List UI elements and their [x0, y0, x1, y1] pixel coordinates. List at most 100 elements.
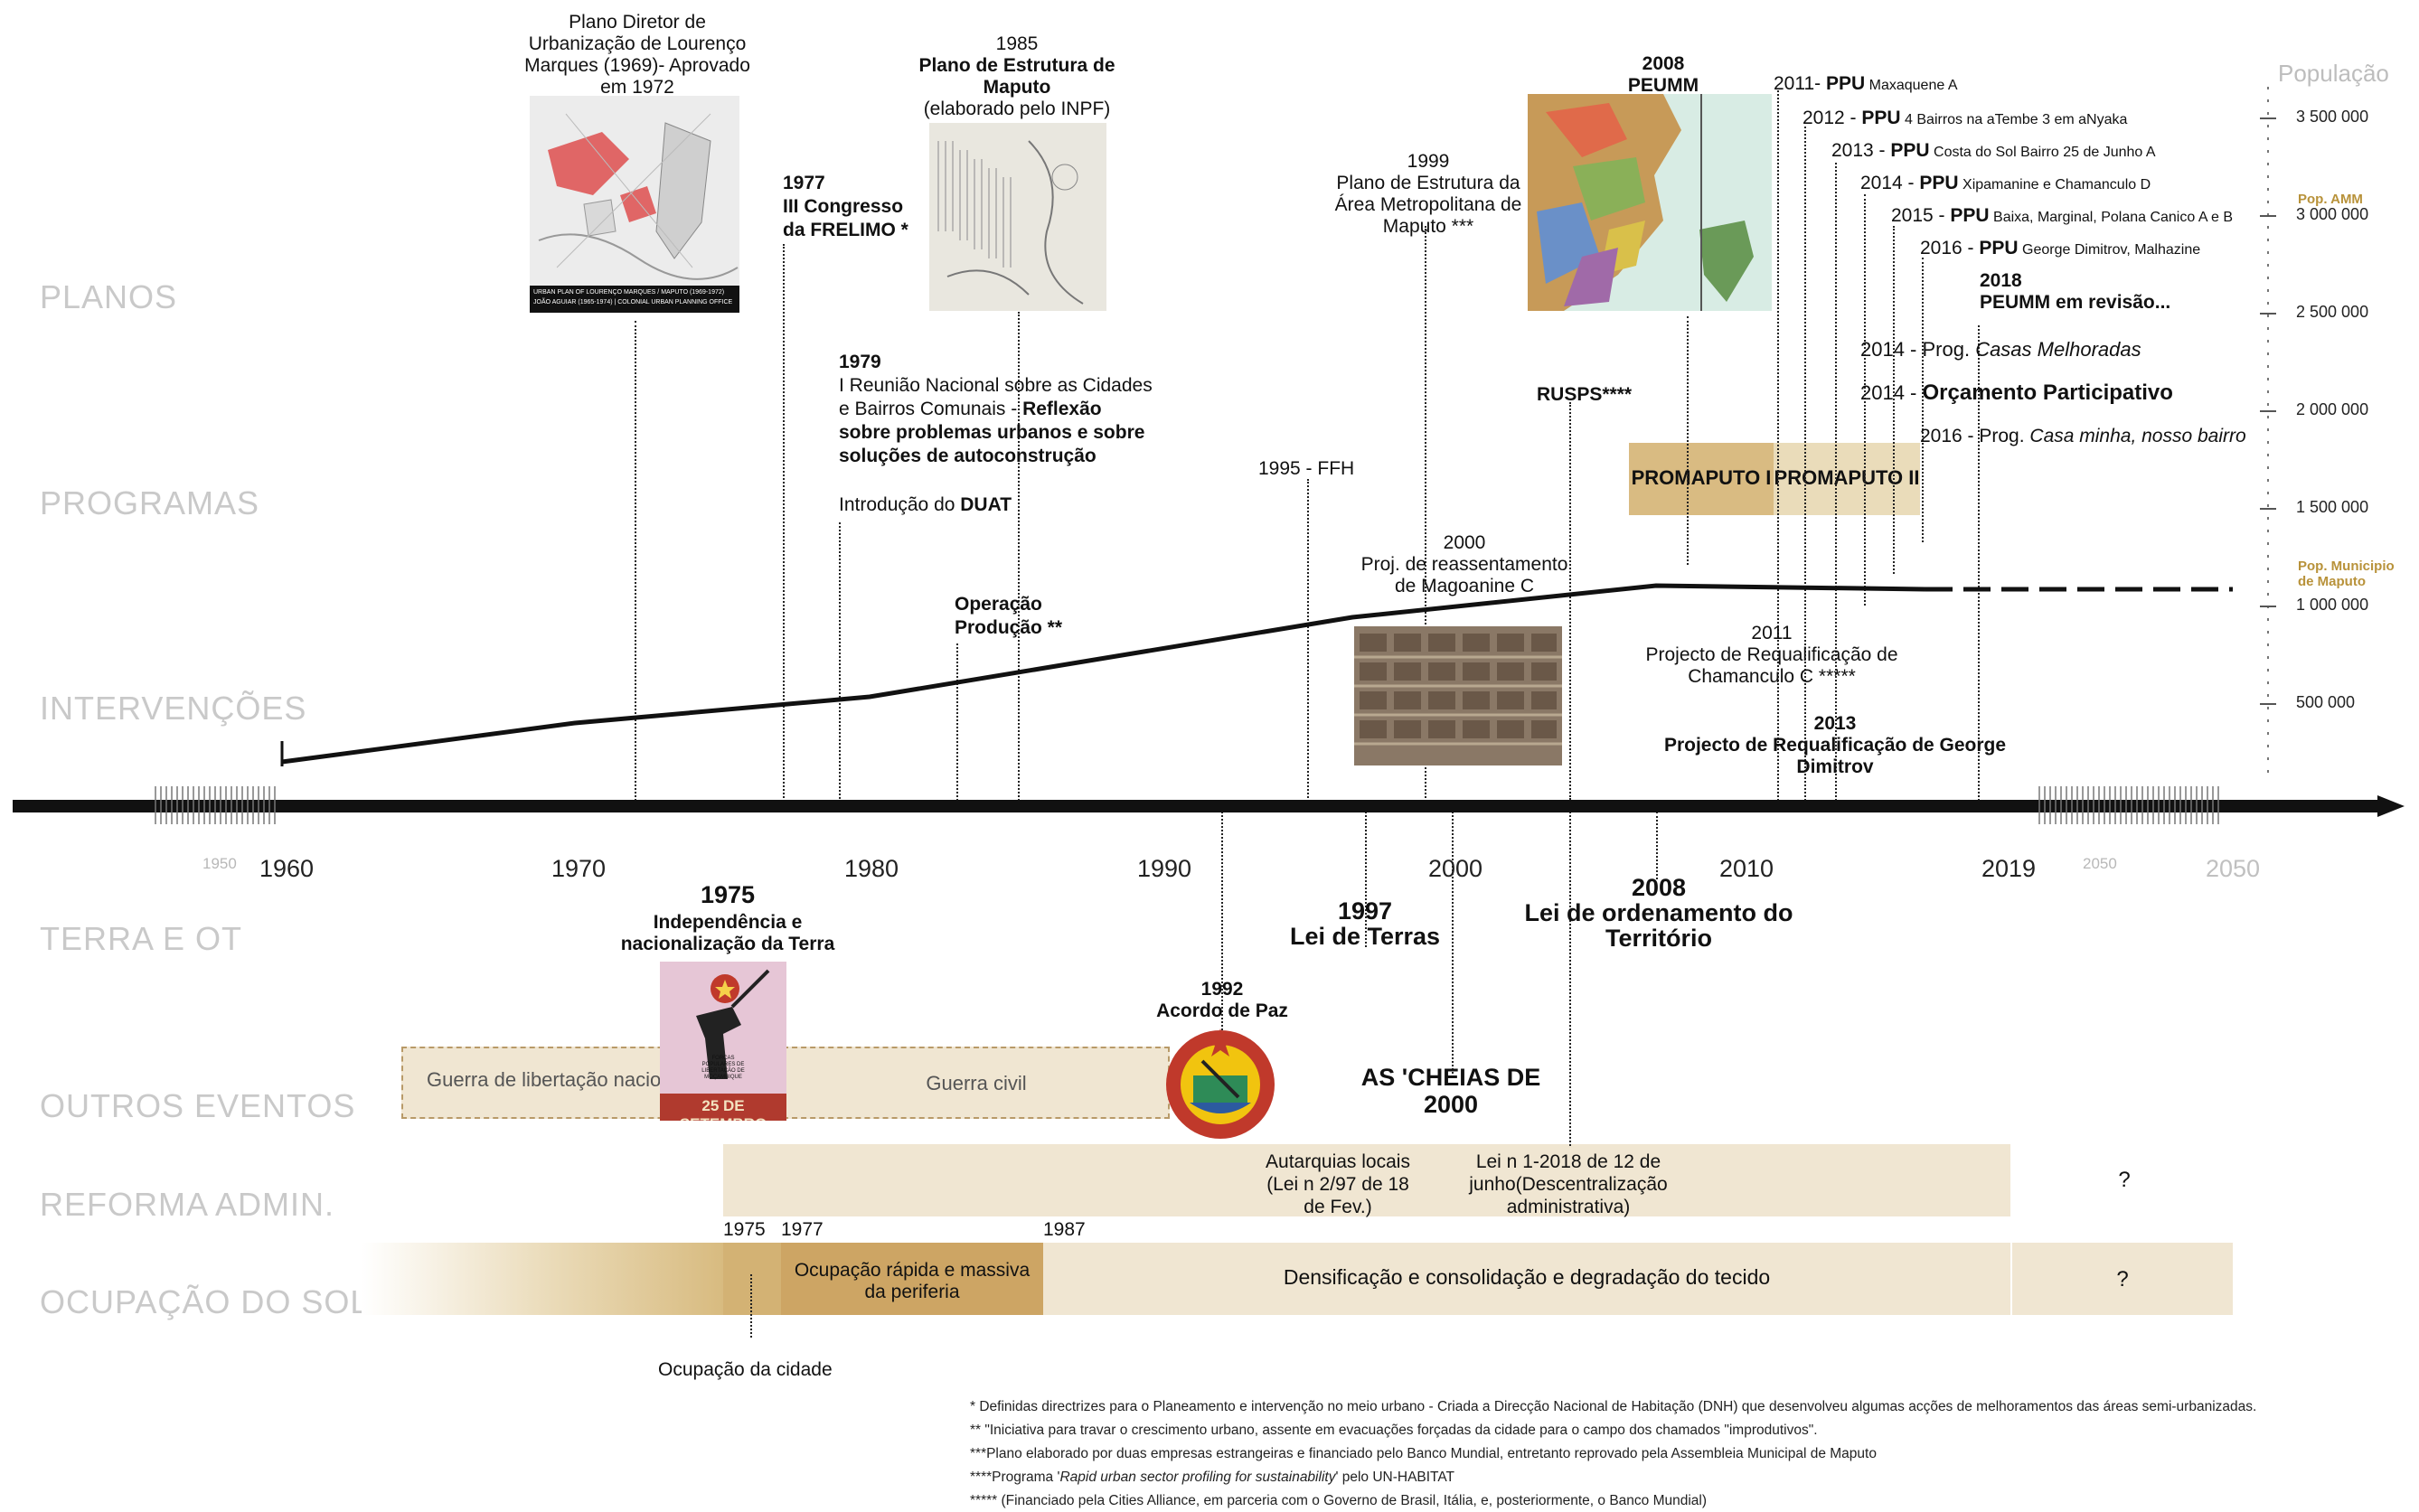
ytick-1500000: 1 500 000	[2296, 498, 2369, 516]
autarquias-line-1: Autarquias locais	[1266, 1151, 1410, 1172]
lei2018-line-3: administrativa)	[1506, 1197, 1631, 1217]
plano1969-line-3: Marques (1969)- Aprovado	[524, 55, 750, 76]
autarquias-line-2: (Lei n 2/97 de 18	[1266, 1174, 1409, 1195]
reuniao1979-line-1: I Reunião Nacional sobre as Cidades	[839, 375, 1153, 396]
peumm-map-drawing	[1528, 94, 1772, 311]
reuniao1979-line-2: e Bairros Comunais - Reflexão	[839, 398, 1102, 421]
casas-italic: Casas Melhoradas	[1975, 338, 2141, 361]
ytick-dash-3000000	[2260, 215, 2276, 217]
indep-year: 1975	[700, 881, 756, 908]
ocupacao-year-1977: 1977	[781, 1219, 824, 1240]
promaputo-1-band[interactable]: PROMAPUTO I	[1629, 443, 1774, 515]
axis-year-1960: 1960	[259, 855, 315, 882]
guerra-libertacao-label: Guerra de libertação nacional	[427, 1068, 688, 1091]
george-line-2: Dimitrov	[1796, 756, 1874, 777]
footnote-4-italic: Rapid urban sector profiling for sustain…	[1059, 1470, 1336, 1485]
ppu-2014: 2014 - PPU Xipamanine e Chamanculo D	[1860, 172, 2151, 197]
ppu-2016-ppu: PPU	[1979, 238, 2019, 258]
population-line	[281, 583, 1926, 765]
row-label-ocupacao-solo: OCUPAÇÃO DO SOLO.	[40, 1283, 406, 1320]
footnote-4-pre: ****Programa '	[970, 1470, 1060, 1485]
main-axis-bar	[13, 800, 2381, 812]
leader-2008-down	[1656, 812, 1658, 879]
ppu-2014-ppu: PPU	[1919, 173, 1959, 193]
ytick-dash-1000000	[2260, 606, 2276, 607]
footnote-1: * Definidas directrizes para o Planeamen…	[970, 1399, 2257, 1414]
magoanine-year: 2000	[1443, 532, 1486, 553]
ocupacao-question: ?	[2116, 1267, 2129, 1291]
casa-minha: 2016 - Prog. Casa minha, nosso bairro	[1920, 425, 2246, 448]
reforma-question: ?	[2118, 1168, 2131, 1192]
leader-1972	[635, 321, 636, 804]
ytick-2000000: 2 000 000	[2296, 400, 2369, 418]
leader-1999	[1425, 226, 1426, 804]
plano1985-map-drawing	[929, 123, 1106, 311]
ocupacao-cidade-line	[750, 1274, 752, 1338]
row-label-reforma-admin: REFORMA ADMIN.	[40, 1186, 335, 1223]
indep-line-1: Independência e	[653, 912, 803, 933]
casaminha-italic: Casa minha, nosso bairro	[2029, 426, 2246, 446]
peumm-map-image	[1528, 94, 1772, 311]
mozambique-emblem	[1162, 1025, 1278, 1141]
axis-left-hatch	[155, 786, 276, 824]
footnote-4: ****Programa 'Rapid urban sector profili…	[970, 1469, 1454, 1486]
leader-1997	[1365, 812, 1367, 947]
ocupacao-year-1987: 1987	[1043, 1219, 1086, 1240]
plano1969-line-4: em 1972	[600, 77, 674, 98]
ytick-2500000: 2 500 000	[2296, 303, 2369, 321]
duat-bold: DUAT	[960, 494, 1012, 515]
plano1969-map-drawing	[530, 96, 739, 286]
plano1985-map-image	[929, 123, 1106, 311]
peumm-name: PEUMM	[1627, 75, 1699, 96]
ppu-2015-year: 2015 -	[1891, 205, 1951, 226]
axis-year-2019: 2019	[1981, 855, 2037, 882]
poster-text: 25 DE SETEMBRO	[680, 1097, 767, 1121]
pop-amm-label: Pop. AMM	[2298, 192, 2363, 207]
ocupacao-rapida-label-1: Ocupação rápida e massiva	[794, 1260, 1031, 1281]
plano1999-line-3: Maputo ***	[1382, 216, 1474, 237]
orcamento-participativo: 2014 - Orçamento Participativo	[1860, 381, 2173, 405]
operacao-line-2: Produção **	[955, 617, 1063, 638]
mozambique-emblem-drawing	[1166, 1028, 1275, 1139]
ppu-2011-ppu: PPU	[1826, 73, 1866, 94]
footnote-2: ** "Iniciativa para travar o crescimento…	[970, 1423, 1818, 1438]
plano1985-title-1: Plano de Estrutura de	[918, 55, 1115, 76]
ytick-1000000: 1 000 000	[2296, 596, 2369, 614]
ppu-2015-place: Baixa, Marginal, Polana Canico A e B	[1989, 210, 2234, 225]
magoanine-aerial-photo	[1354, 626, 1562, 765]
row-label-planos: PLANOS	[40, 278, 178, 315]
peumm2018-year: 2018	[1980, 270, 2022, 291]
footnote-5: ***** (Financiado pela Cities Alliance, …	[970, 1493, 1708, 1508]
leader-2000	[1452, 812, 1454, 1074]
axis-year-1970: 1970	[551, 855, 607, 882]
lei2018-line-2: junho(Descentralização	[1469, 1174, 1668, 1195]
ppu-2013-place: Costa do Sol Bairro 25 de Junho A	[1929, 145, 2156, 160]
ppu-2016-place: George Dimitrov, Malhazine	[2018, 242, 2201, 258]
chamanculo-line-2: Chamanculo C *****	[1688, 666, 1856, 687]
ppu-2012-ppu: PPU	[1861, 108, 1901, 128]
leader-operacao	[956, 643, 958, 804]
george-year: 2013	[1813, 713, 1857, 734]
promaputo-2-band[interactable]: PROMAPUTO II	[1774, 443, 1920, 515]
autarquias-line-3: de Fev.)	[1304, 1197, 1372, 1217]
leader-2011	[1777, 90, 1779, 804]
promaputo-2-label: PROMAPUTO II	[1774, 466, 1920, 489]
row-label-intervencoes: INTERVENÇÕES	[40, 690, 307, 727]
ytick-dash-2000000	[2260, 410, 2276, 412]
plano1985-year: 1985	[995, 33, 1039, 54]
leader-2016	[1922, 258, 1924, 542]
lei2008-line-1: Lei de ordenamento do	[1524, 899, 1793, 926]
duat-pre: Introdução do	[839, 494, 961, 515]
ppu-2016-year: 2016 -	[1920, 238, 1980, 258]
orcamento-bold: Orçamento Participativo	[1922, 380, 2173, 405]
ppu-2011: 2011- PPU Maxaquene A	[1774, 72, 1957, 98]
magoanine-line-2: de Magoanine C	[1394, 576, 1535, 596]
casas-pre: 2014 - Prog.	[1860, 338, 1976, 361]
ocupacao-future-band: ?	[2012, 1243, 2233, 1315]
ytick-3000000: 3 000 000	[2296, 205, 2369, 223]
leader-peumm	[1687, 316, 1689, 565]
congresso-line-2: da FRELIMO *	[783, 220, 908, 240]
leader-1979	[839, 522, 841, 803]
ppu-2016: 2016 - PPU George Dimitrov, Malhazine	[1920, 237, 2200, 262]
